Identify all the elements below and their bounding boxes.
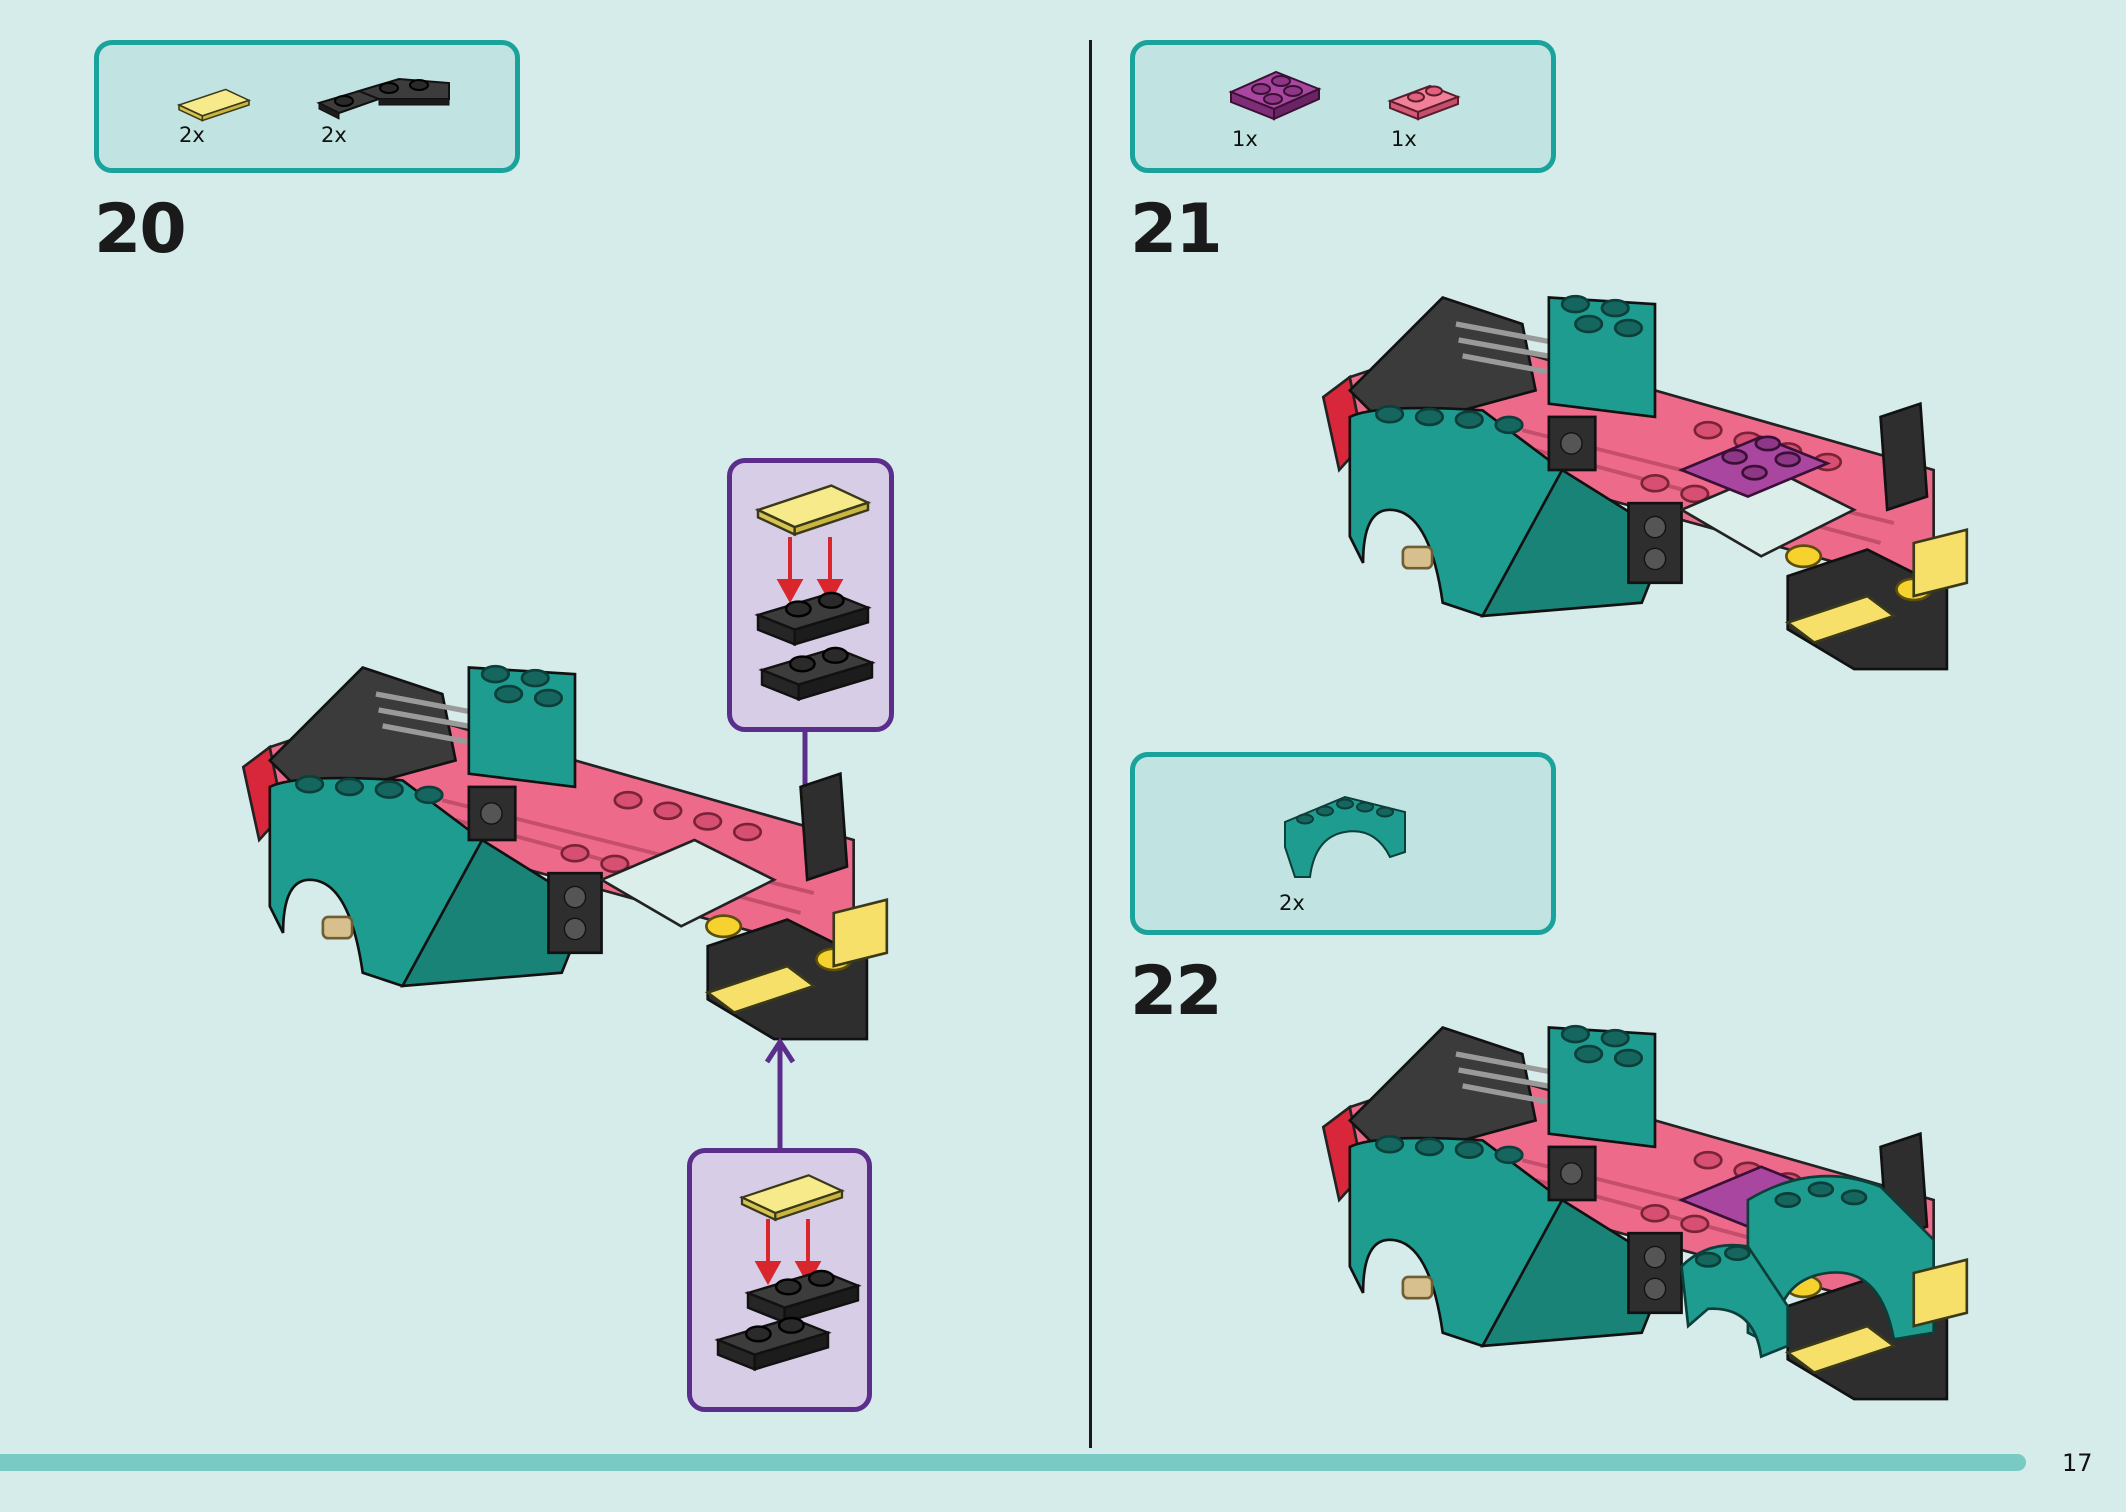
red-arrows-icon [754, 1219, 822, 1286]
magenta-plate-2x2-icon [1228, 70, 1322, 121]
step-20-parts-box: 2x 2x [94, 40, 520, 173]
pink-plate-1x2-icon [1387, 84, 1461, 121]
step-21-model-illustration [1310, 270, 1969, 670]
connector-arrow-up-icon [764, 1037, 796, 1150]
red-arrows-icon [776, 537, 844, 604]
part-qty: 2x [321, 123, 347, 147]
step-22-parts-box: 2x [1130, 752, 1556, 935]
step-21-parts-box: 1x 1x [1130, 40, 1556, 173]
callout-top [727, 458, 894, 732]
page-number: 17 [2062, 1449, 2093, 1477]
page-divider [1089, 40, 1092, 1448]
page-progress-bar [0, 1454, 2026, 1471]
black-corner-plate-icon [316, 77, 450, 120]
step-number: 20 [94, 190, 187, 269]
yellow-tile-icon [740, 1174, 844, 1221]
step-22-model-illustration [1310, 1000, 1969, 1400]
part-qty: 1x [1232, 127, 1258, 151]
black-plate-icon [716, 1316, 830, 1371]
part-qty: 1x [1391, 127, 1417, 151]
yellow-tile-1x2-icon [178, 88, 250, 122]
teal-mudguard-icon [1284, 795, 1406, 878]
step-number: 21 [1130, 190, 1223, 269]
part-qty: 2x [1279, 891, 1305, 915]
step-20-model-illustration [230, 640, 889, 1040]
callout-bottom [687, 1148, 872, 1412]
yellow-tile-icon [756, 484, 870, 536]
part-qty: 2x [179, 123, 205, 147]
step-number: 22 [1130, 952, 1223, 1031]
